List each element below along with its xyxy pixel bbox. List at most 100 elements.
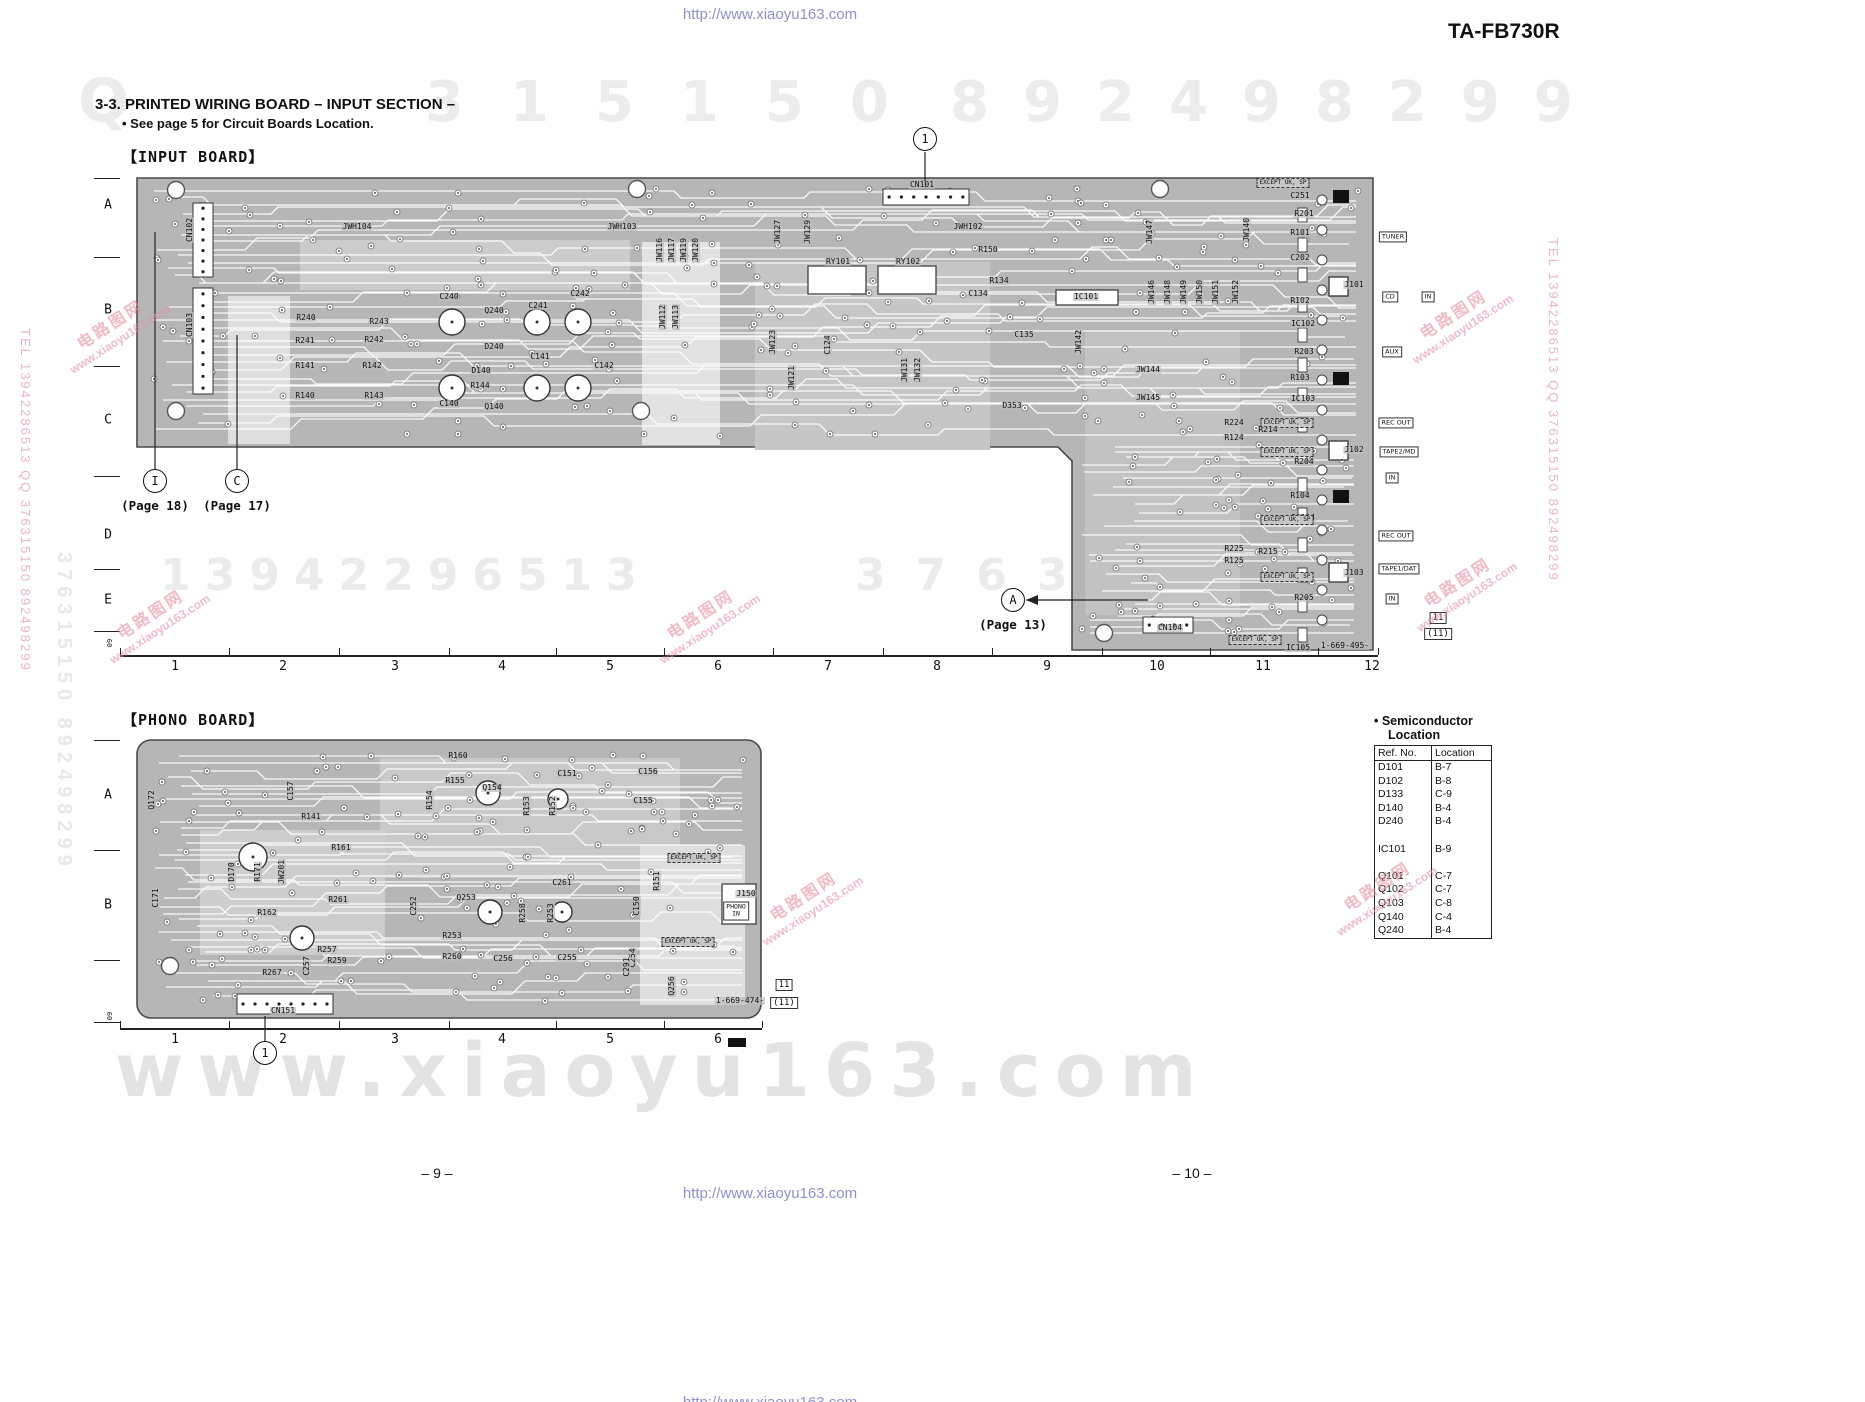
section-subtitle: • See page 5 for Circuit Boards Location… xyxy=(122,116,374,131)
watermark-url-bottom-cut[interactable]: http://www.xiaoyu163.com xyxy=(683,1394,857,1402)
table-cell: D133 xyxy=(1375,788,1432,802)
phono-board-component-label: C291 xyxy=(622,956,631,978)
input-board-component-label: EXCEPT UK, SP xyxy=(1260,515,1314,525)
table-cell: D240 xyxy=(1375,815,1432,829)
watermark-url-top[interactable]: http://www.xiaoyu163.com xyxy=(682,6,858,23)
grid-row-label: A xyxy=(104,787,112,803)
input-board-component-label: Q240 xyxy=(483,306,505,315)
grid-tick xyxy=(556,1021,557,1028)
phono-board-component-label: CN151 xyxy=(269,1006,297,1015)
semiconductor-table-row xyxy=(1375,856,1491,870)
table-cell: B-4 xyxy=(1435,801,1452,814)
table-cell: B-8 xyxy=(1435,774,1452,787)
table-cell: C-7 xyxy=(1435,869,1452,882)
table-cell xyxy=(1375,828,1432,843)
grid-col-label: 9 xyxy=(1043,659,1051,674)
grid-col-label: 6 xyxy=(714,1032,722,1047)
input-board-component-label: JW151 xyxy=(1211,278,1220,306)
input-board-component-label: JW147 xyxy=(1145,218,1154,246)
phono-board-component-label: C257 xyxy=(302,955,311,977)
grid-tick xyxy=(229,648,230,655)
grid-tick xyxy=(1378,648,1379,655)
phono-board-component-label: R261 xyxy=(327,895,349,904)
phono-board-component-label: C255 xyxy=(556,953,578,962)
grid-tick xyxy=(120,1021,121,1028)
input-board-component-label: R203 xyxy=(1293,347,1315,356)
grid-axis xyxy=(120,655,1378,657)
input-board-component-label: JW121 xyxy=(787,364,796,392)
input-board-component-label: C202 xyxy=(1289,253,1311,262)
input-board-component-label: IC102 xyxy=(1289,319,1317,328)
grid-tick xyxy=(773,648,774,655)
page-ref-label: (Page 17) xyxy=(203,498,271,513)
input-board-component-label: CN104 xyxy=(1156,623,1184,632)
table-header-cell: Location xyxy=(1435,747,1475,759)
input-board-component-label: C141 xyxy=(529,352,551,361)
grid-col-label: 4 xyxy=(498,659,506,674)
grid-tick xyxy=(762,1021,763,1028)
grid-row-label: B xyxy=(104,897,112,913)
input-board-component-label: EXCEPT UK, SP xyxy=(1260,418,1314,428)
input-board-component-label: JWH104 xyxy=(341,222,373,231)
grid-col-label: 1 xyxy=(171,1032,179,1047)
input-board-component-label: R225 xyxy=(1223,544,1245,553)
page-ref-label: (Page 18) xyxy=(121,498,189,513)
input-board-component-label: JW149 xyxy=(1179,278,1188,306)
input-board-component-label: R150 xyxy=(977,245,999,254)
grid-row-label: D xyxy=(104,527,112,543)
grid-tick xyxy=(339,1021,340,1028)
input-board-component-label: R142 xyxy=(361,361,383,370)
input-board-component-label: JW117 xyxy=(667,236,676,264)
grid-tick xyxy=(229,1021,230,1028)
input-board-component-label: 1-669-495- xyxy=(1319,641,1371,650)
phono-board-component-label: R151 xyxy=(652,870,661,892)
grid-tick xyxy=(94,740,120,741)
input-board-component-label: J102 xyxy=(1343,445,1365,454)
table-cell: IC101 xyxy=(1375,842,1432,857)
page-number-right: – 10 – xyxy=(1172,1165,1212,1181)
input-board-component-label: IC105 xyxy=(1284,643,1312,652)
grid-col-label: 3 xyxy=(391,659,399,674)
watermark-url-bottom[interactable]: http://www.xiaoyu163.com xyxy=(682,1185,858,1202)
input-board-component-label: JW113 xyxy=(671,303,680,331)
phono-board-component-label: R153 xyxy=(522,795,531,817)
phono-board-component-label: 1-669-474- xyxy=(714,996,766,1005)
input-board-component-label: R215 xyxy=(1257,547,1279,556)
table-cell: Q101 xyxy=(1375,869,1432,884)
table-cell xyxy=(1432,829,1491,843)
input-board-component-label: JW120 xyxy=(691,236,700,264)
phono-board-component-label: Q253 xyxy=(455,893,477,902)
input-board-component-label: EXCEPT UK, SP xyxy=(1260,572,1314,582)
grid-tick xyxy=(992,648,993,655)
grid-col-label: 6 xyxy=(714,659,722,674)
input-board-component-label: D353 xyxy=(1001,401,1023,410)
input-board-component-label: R240 xyxy=(295,313,317,322)
rear-connector-label: CD xyxy=(1382,291,1398,303)
phono-board-component-label: J150 xyxy=(735,889,757,898)
page-ref-circle: I xyxy=(143,469,167,493)
grid-col-label: 10 xyxy=(1149,659,1165,674)
watermark-digits-top-right: 892498299 xyxy=(950,70,1607,135)
phono-board-component-label: Q172 xyxy=(147,789,156,811)
phono-board-component-label: Q256 xyxy=(667,975,676,997)
input-board-component-label: R201 xyxy=(1293,209,1315,218)
phono-board-component-label: R141 xyxy=(300,812,322,821)
input-board-component-label: EXCEPT UK, SP xyxy=(1260,447,1314,457)
table-cell: C-9 xyxy=(1435,788,1452,801)
watermark-site-large: www.xiaoyu163.com xyxy=(115,1028,1211,1114)
page-ref-label: (Page 13) xyxy=(979,617,1047,632)
table-cell: Q140 xyxy=(1375,910,1432,925)
table-cell: D101 xyxy=(1375,761,1432,775)
table-cell: Q103 xyxy=(1375,896,1432,911)
grid-col-label: 11 xyxy=(1255,659,1271,674)
page-ref-circle: 1 xyxy=(253,1041,277,1065)
phono-board-component-label: R253 xyxy=(441,931,463,940)
input-board-component-label: Q140 xyxy=(483,402,505,411)
table-header: Ref. No. Location xyxy=(1375,746,1491,761)
rear-connector-label: AUX xyxy=(1382,346,1402,358)
